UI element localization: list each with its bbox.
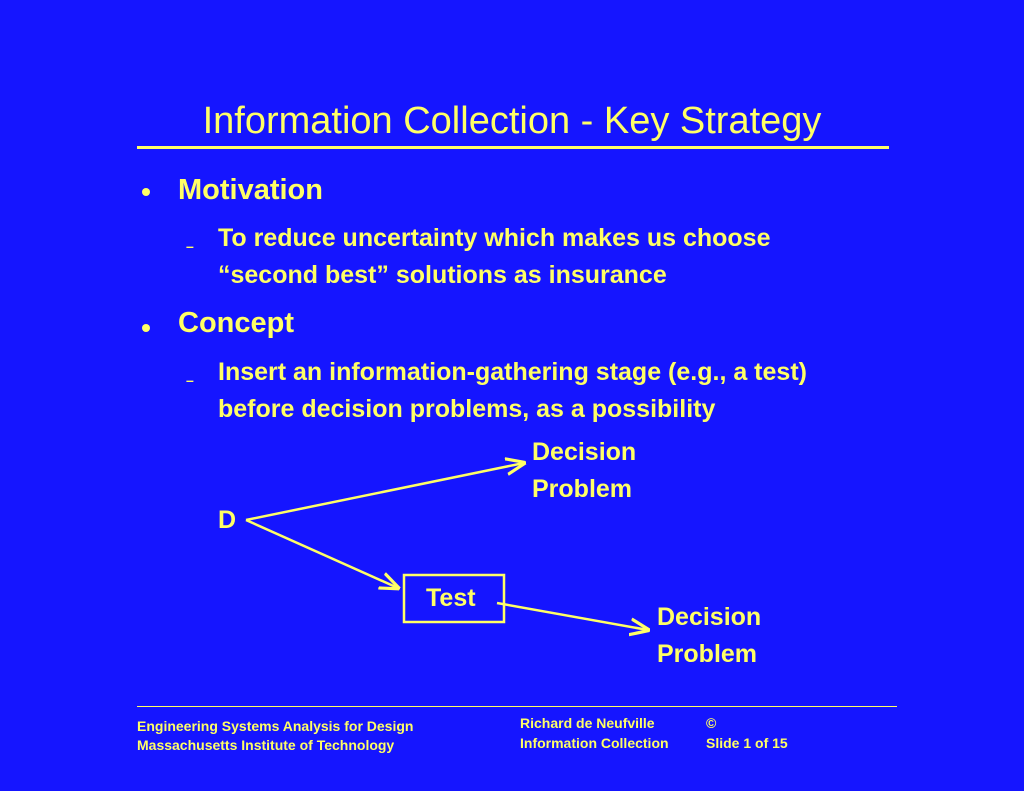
branch-to-lower-decision bbox=[496, 601, 648, 630]
branch-to-test bbox=[245, 518, 398, 588]
footer-institution: Massachusetts Institute of Technology bbox=[137, 737, 395, 753]
footer-copyright: © bbox=[706, 715, 717, 731]
bullet-dot-icon bbox=[142, 188, 150, 196]
footer-topic: Information Collection bbox=[520, 735, 669, 751]
footer-divider bbox=[137, 706, 897, 707]
title-underline bbox=[137, 146, 889, 149]
lower-decision-label-line2: Problem bbox=[657, 640, 758, 668]
footer-slide-number: Slide 1 of 15 bbox=[706, 735, 788, 751]
lower-decision-label-line1: Decision bbox=[657, 603, 762, 631]
sub-bullet-dash-icon: – bbox=[186, 372, 194, 388]
sub-bullet-dash-icon: – bbox=[186, 238, 194, 254]
slide-title: Information Collection - Key Strategy bbox=[202, 100, 822, 142]
footer-author: Richard de Neufville bbox=[520, 715, 655, 731]
decision-node-label: D bbox=[218, 506, 237, 534]
bullet-heading-motivation: Motivation bbox=[178, 174, 323, 206]
bullet-dot-icon bbox=[142, 324, 150, 332]
sub-bullet-concept-line1: Insert an information-gathering stage (e… bbox=[218, 358, 807, 386]
test-label: Test bbox=[426, 584, 476, 612]
footer-course: Engineering Systems Analysis for Design bbox=[137, 718, 414, 734]
sub-bullet-motivation-line1: To reduce uncertainty which makes us cho… bbox=[218, 224, 771, 252]
branch-to-upper-decision bbox=[245, 463, 524, 522]
upper-decision-label-line2: Problem bbox=[532, 475, 633, 503]
upper-decision-label-line1: Decision bbox=[532, 438, 637, 466]
test-box bbox=[402, 573, 506, 624]
sub-bullet-concept-line2: before decision problems, as a possibili… bbox=[218, 395, 716, 423]
bullet-heading-concept: Concept bbox=[178, 307, 294, 339]
sub-bullet-motivation-line2: “second best” solutions as insurance bbox=[218, 261, 667, 289]
